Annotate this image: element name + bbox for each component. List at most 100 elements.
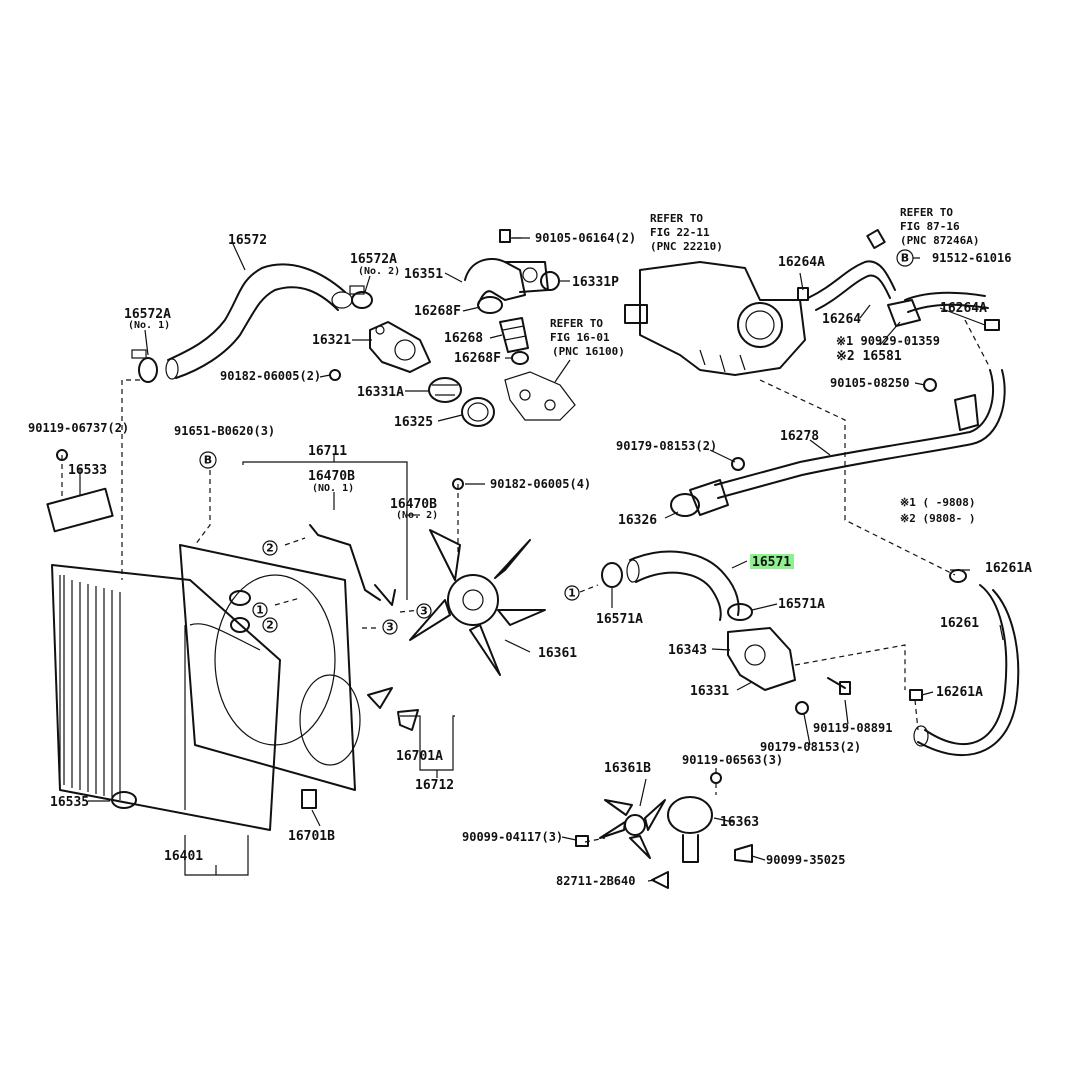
- refer-16-line2: FIG 16-01: [550, 331, 610, 344]
- upper-radiator-hose: [165, 263, 353, 380]
- label-16261A-top: 16261A: [985, 561, 1032, 576]
- drain-cock-16535: [111, 791, 137, 809]
- label-16712: 16712: [415, 778, 454, 793]
- refer-22-line2: FIG 22-11: [650, 226, 710, 239]
- label-no1-small: (No. 1): [128, 320, 170, 331]
- label-16261: 16261: [940, 616, 979, 631]
- gasket-16326: [670, 493, 700, 517]
- clip-16470B-no2: [374, 584, 396, 606]
- label-16264: 16264: [822, 312, 861, 327]
- label-16535: 16535: [50, 795, 89, 810]
- marker-2-shroud: 2: [262, 540, 278, 556]
- label-90099-35025: 90099-35025: [766, 853, 845, 867]
- label-16470B-1: 16470B: [308, 469, 355, 484]
- dashed-lines: [61, 319, 991, 843]
- label-16321: 16321: [312, 333, 351, 348]
- label-16325: 16325: [394, 415, 433, 430]
- label-90929-01359: ※1 90929-01359: [836, 334, 940, 348]
- water-pipe-16278: [689, 369, 1006, 516]
- water-outlet-16321: [369, 321, 431, 373]
- hose-clamp-left: [131, 349, 158, 383]
- gasket-16325: [461, 397, 495, 427]
- label-16361B: 16361B: [604, 761, 651, 776]
- water-inlet-16343: [727, 627, 796, 691]
- marker-b-top: B: [896, 249, 914, 267]
- label-16264A-right: 16264A: [940, 301, 987, 316]
- label-no1-b: (NO. 1): [312, 483, 354, 494]
- bolt-90182-06005: [329, 369, 341, 381]
- screw-90099-04117: [575, 835, 589, 847]
- bracket-16533: [46, 487, 114, 533]
- label-16331P: 16331P: [572, 275, 619, 290]
- label-16711: 16711: [308, 444, 347, 459]
- label-16401: 16401: [164, 849, 203, 864]
- label-90099-04117: 90099-04117(3): [462, 830, 563, 844]
- engine-block-fragment: [504, 371, 576, 421]
- refer-87-line2: FIG 87-16: [900, 220, 960, 233]
- marker-b-left: B: [199, 451, 217, 469]
- label-16571: 16571: [752, 555, 791, 570]
- nut-90179-08153: [731, 457, 745, 471]
- svg-text:1: 1: [256, 604, 264, 617]
- label-16343: 16343: [668, 643, 707, 658]
- clamp-16571A-left: [601, 562, 623, 588]
- radiator-cap-2: [229, 590, 251, 606]
- label-16572A-left: 16572A: [124, 307, 171, 322]
- bracket-16581: [887, 299, 921, 327]
- label-16268F-bot: 16268F: [454, 351, 501, 366]
- refer-22-line3: (PNC 22210): [650, 240, 723, 253]
- bypass-hose-16268: [499, 317, 529, 365]
- label-16268F-top: 16268F: [414, 304, 461, 319]
- marker-2-cap: 2: [262, 617, 278, 633]
- svg-text:1: 1: [568, 587, 576, 600]
- label-16261A-bot: 16261A: [936, 685, 983, 700]
- label-16581: ※2 16581: [836, 349, 902, 364]
- label-16533: 16533: [68, 463, 107, 478]
- label-91512-61016: 91512-61016: [932, 251, 1011, 265]
- heater-hose-16261: [913, 584, 1020, 757]
- highlight-16571: [750, 554, 794, 569]
- label-16331A: 16331A: [357, 385, 404, 400]
- label-90119-08891: 90119-08891: [813, 721, 892, 735]
- hose-clamp-top: [349, 285, 373, 309]
- nut-90179-08153-bot: [795, 701, 809, 715]
- label-90119-06737: 90119-06737(2): [28, 421, 129, 435]
- hose-16470B-no1: [309, 524, 381, 601]
- label-90119-06563: 90119-06563(3): [682, 753, 783, 767]
- gasket-16331P: [540, 271, 560, 291]
- marker-1-hose: 1: [564, 585, 580, 601]
- bolt-90105-08250: [923, 378, 937, 392]
- clip-90099-35025: [734, 844, 753, 863]
- fan-16361B: [599, 799, 666, 859]
- water-inlet-pipe-16351: [464, 258, 549, 314]
- marker-3-shroud: 3: [382, 619, 398, 635]
- clip-16701A: [397, 709, 419, 731]
- label-90179-08153-top: 90179-08153(2): [616, 439, 717, 453]
- note-2: ※2 (9808- ): [900, 512, 975, 525]
- label-90179-08153-bot: 90179-08153(2): [760, 740, 861, 754]
- label-16363: 16363: [720, 815, 759, 830]
- clamp-16261A-bot: [909, 689, 923, 701]
- refer-87-line1: REFER TO: [900, 206, 953, 219]
- label-16326: 16326: [618, 513, 657, 528]
- label-90182-06005-2: 90182-06005(2): [220, 369, 321, 383]
- label-16571A-right: 16571A: [778, 597, 825, 612]
- marker-1-cap: 1: [252, 602, 268, 618]
- label-no2-b: (No. 2): [396, 510, 438, 521]
- svg-text:2: 2: [266, 619, 274, 632]
- label-90105-08250: 90105-08250: [830, 376, 909, 390]
- clamp-16571A-right: [727, 603, 753, 621]
- refer-16-line3: (PNC 16100): [552, 345, 625, 358]
- shroud-bracket: [367, 687, 393, 709]
- bolt-90105-06164: [499, 229, 522, 243]
- label-16331: 16331: [690, 684, 729, 699]
- svg-text:3: 3: [386, 621, 394, 634]
- label-16264A-top: 16264A: [778, 255, 825, 270]
- clamp-16261A-top: [949, 569, 967, 583]
- refer-16-line1: REFER TO: [550, 317, 603, 330]
- hose-clip-87-16: [866, 228, 886, 250]
- label-90182-06005-4: 90182-06005(4): [490, 477, 591, 491]
- label-16571A-left: 16571A: [596, 612, 643, 627]
- radiator-cap: [230, 617, 250, 633]
- cooling-fan-16361: [409, 529, 546, 676]
